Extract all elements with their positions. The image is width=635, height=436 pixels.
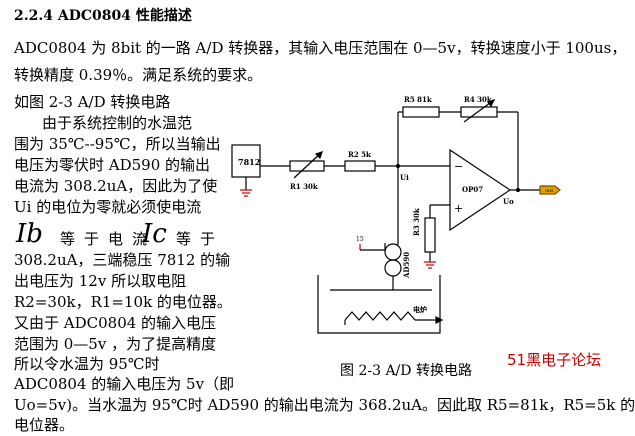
body-line: 由于系统控制的水温范: [42, 114, 193, 132]
op07-opamp: [449, 148, 512, 232]
figure-reference: 如图 2-3 A/D 转换电路: [14, 93, 171, 111]
watermark: 51黑电子论坛: [507, 351, 602, 369]
heater-coil: [344, 311, 416, 321]
opamp-label: OP07: [462, 185, 483, 194]
body-line: 电压为零伏时 AD590 的输出: [14, 156, 211, 174]
ad590-label: AD590: [402, 252, 411, 279]
out-terminal: [539, 185, 561, 195]
ad590-sensor-bottom: [384, 259, 402, 277]
body-line: 又由于 ADC0804 的输入电压: [14, 314, 217, 332]
ground-symbol: [424, 261, 436, 269]
body-line: 电流为 308.2uA，因此为了使: [14, 177, 218, 195]
r5-resistor: [402, 106, 440, 118]
r5-label: R5 81k: [404, 95, 432, 104]
r1-label: R1 30k: [290, 182, 318, 191]
ui-label: Ui: [400, 173, 409, 182]
body-line: 范围为 0—5v ，为了提高精度: [14, 335, 217, 353]
minus-sign: −: [454, 160, 463, 173]
section-heading: 2.2.4 ADC0804 性能描述: [14, 8, 192, 24]
body-line: R2=30k，R1=10k 的电位器。: [14, 293, 232, 311]
equals-current-text: 等于电流: [60, 230, 157, 248]
paragraph-line: ADC0804 为 8bit 的一路 A/D 转换器，其输入电压范围在 0—5v…: [14, 39, 627, 57]
heater-arrow: [435, 316, 444, 324]
r2-label: R2 5k: [348, 150, 371, 159]
body-line: Uo=5v)。当水温为 95℃时 AD590 的输出电流为 368.2uA。因此…: [14, 396, 635, 414]
plus-sign: +: [454, 202, 463, 215]
r1-arrow-head: [314, 151, 323, 160]
body-line: 所以令水温为 95℃时: [14, 355, 160, 373]
body-line: Ui 的电位为零就必须使电流: [14, 198, 202, 216]
r3-resistor: [424, 217, 436, 253]
r4-resistor: [460, 106, 498, 118]
ground-symbol: [240, 189, 252, 197]
uo-label: Uo: [503, 197, 514, 206]
r1-wiper-arrow: [293, 151, 323, 179]
regulator-label: 7812: [238, 157, 260, 167]
figure-caption: 图 2-3 A/D 转换电路: [340, 363, 472, 379]
r2-resistor: [344, 160, 376, 172]
body-line: 出电压为 12v 所以取电阻: [14, 272, 187, 290]
paragraph-line: 转换精度 0.39％。满足系统的要求。: [14, 66, 263, 84]
supply-label: 15: [356, 236, 364, 243]
equals-text: 等于: [176, 230, 225, 248]
ib-symbol: Ib: [16, 219, 43, 249]
water-tank: [317, 275, 441, 334]
ad590-sensor-top: [384, 243, 402, 261]
ic-symbol: Ic: [142, 219, 167, 249]
out-label: out: [545, 188, 553, 194]
body-line: 电位器。: [14, 416, 75, 434]
r4-label: R4 30k: [464, 95, 492, 104]
body-line: 308.2uA，三端稳压 7812 的输: [14, 251, 231, 269]
body-line: ADC0804 的输入电压为 5v（即: [14, 375, 235, 393]
heater-label: 电炉: [413, 305, 427, 314]
r3-label: R3 30k: [412, 208, 421, 236]
body-line: 围为 35℃--95℃，所以当输出: [14, 135, 221, 153]
